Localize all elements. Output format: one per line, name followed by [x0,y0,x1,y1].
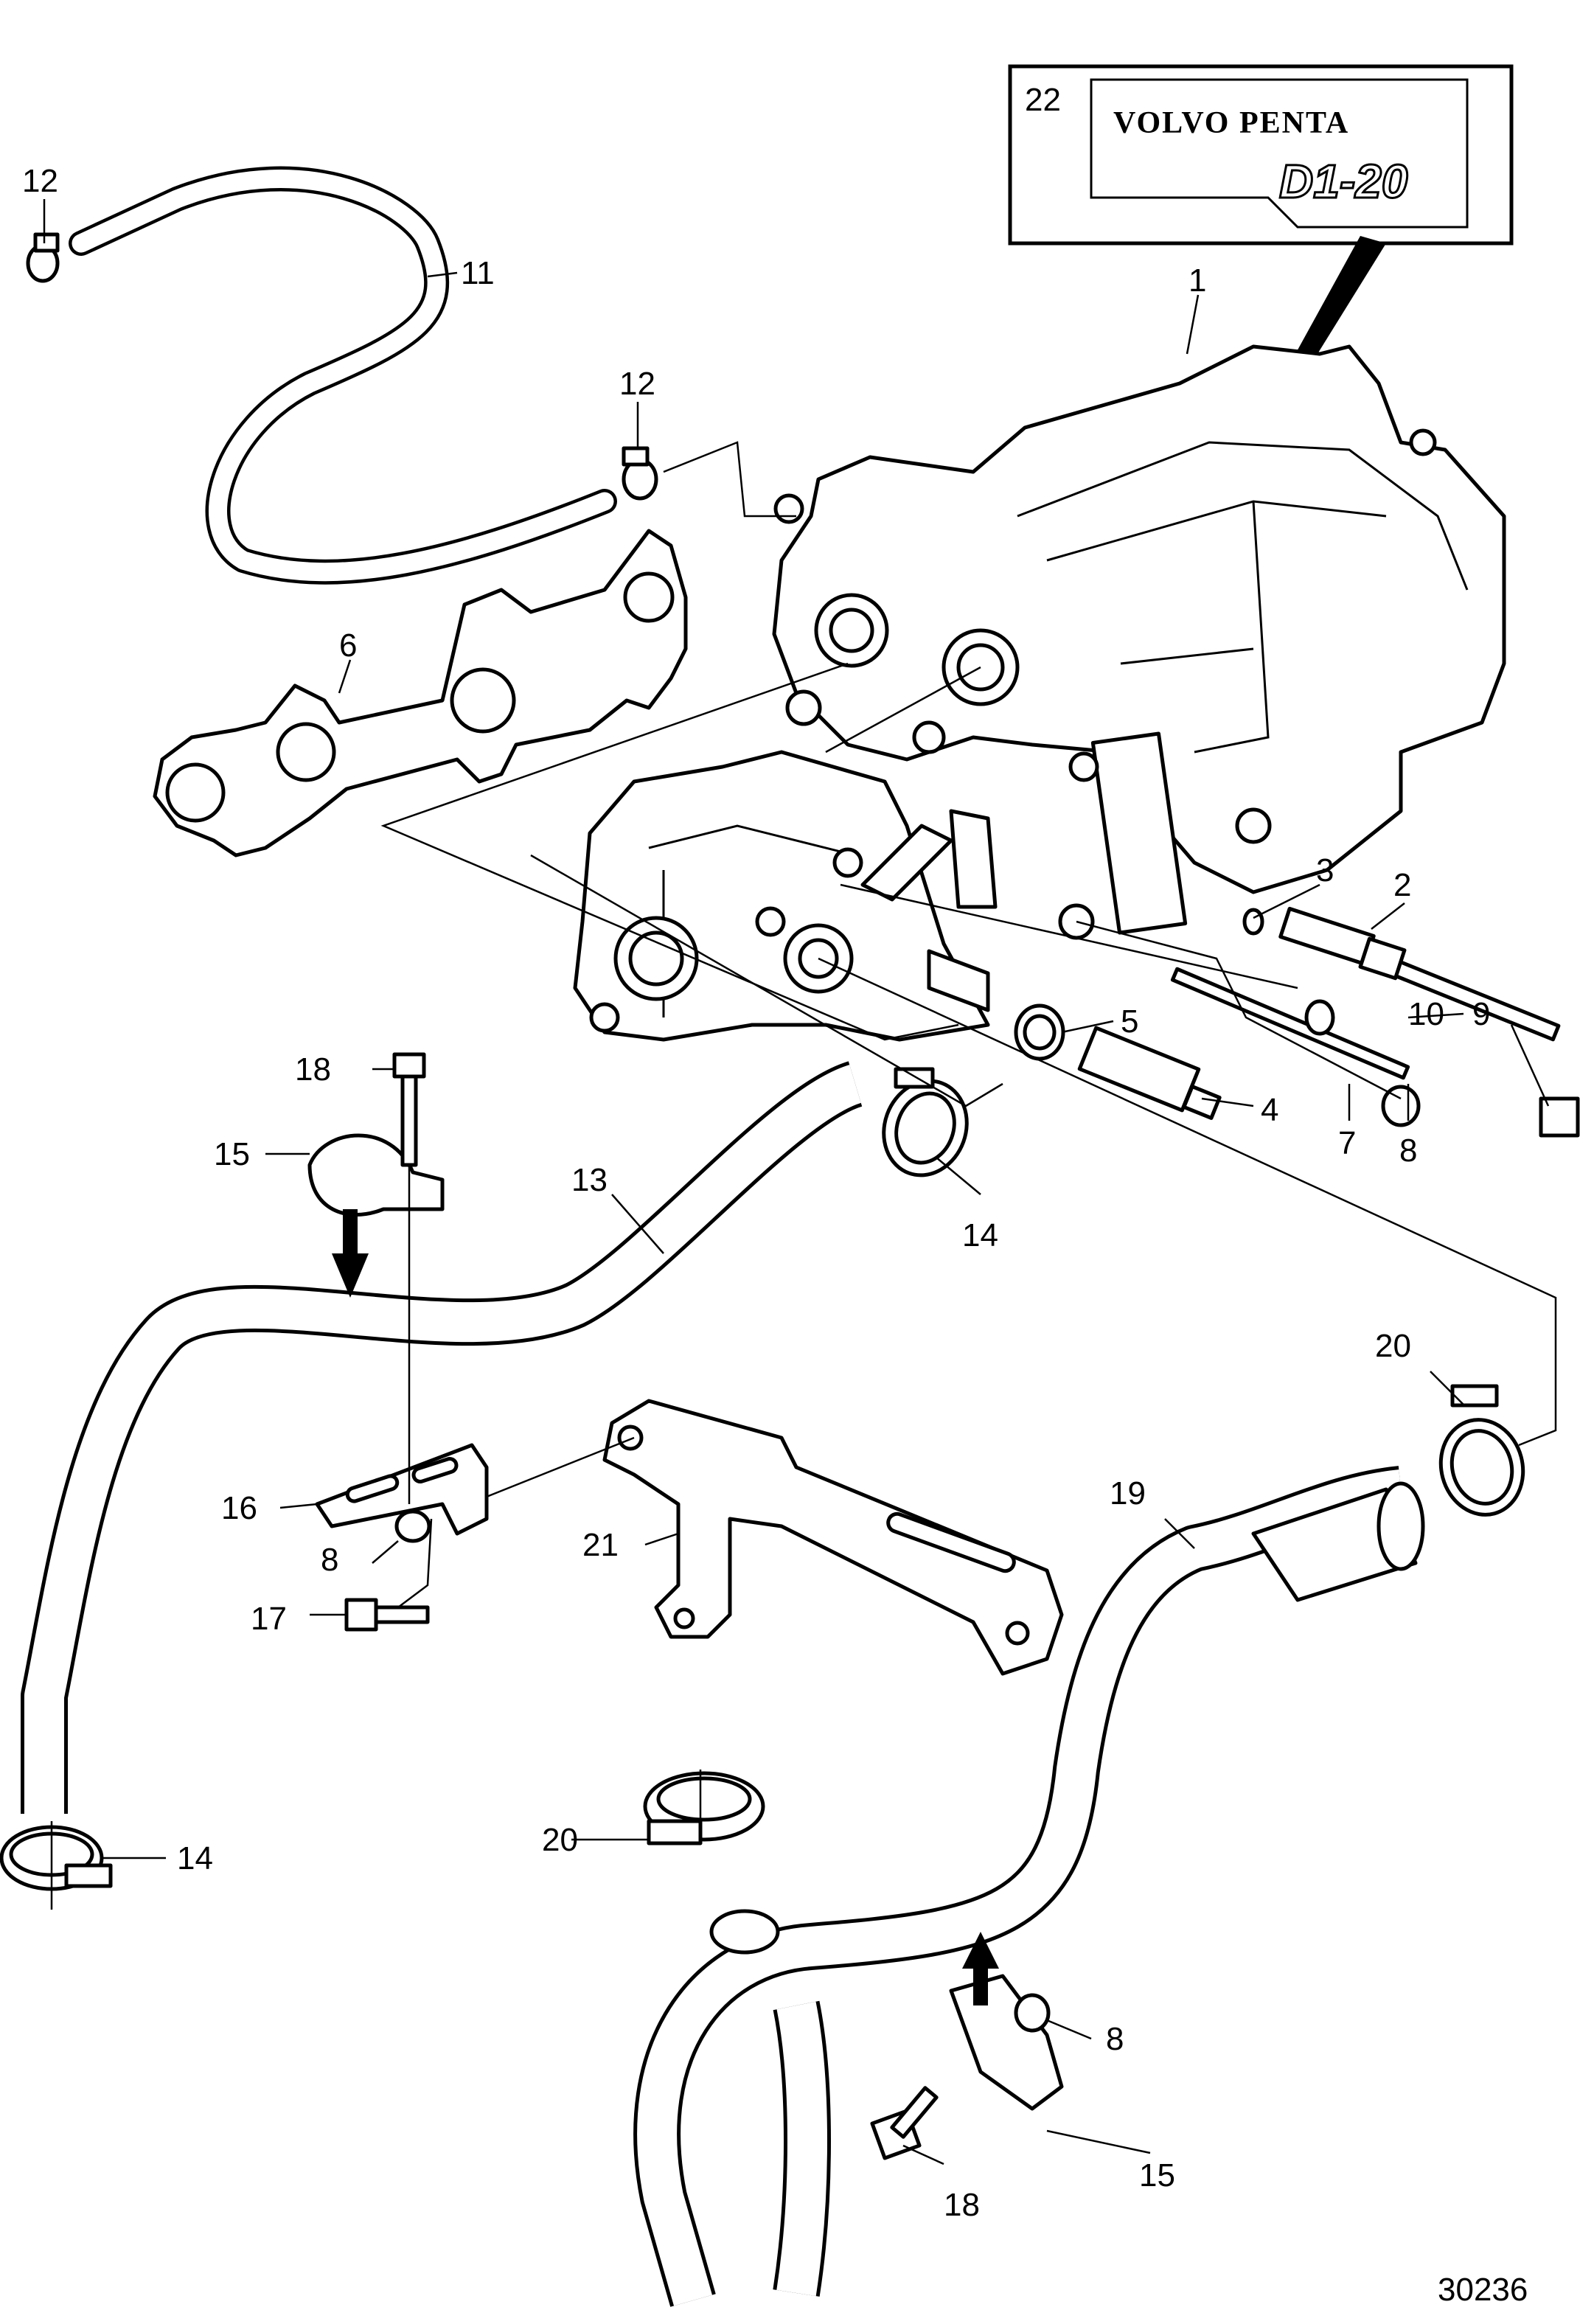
callout-5: 5 [1121,1003,1138,1040]
exhaust-manifold [772,344,1506,935]
support-bracket [315,1443,489,1536]
callout-21: 21 [582,1527,619,1563]
hose-clip-top-left [26,232,60,283]
callout-16: 16 [221,1490,257,1526]
callout-13: 13 [571,1162,608,1198]
callout-1: 1 [1188,262,1206,299]
callout-2: 2 [1393,867,1411,903]
stud-7 [1170,967,1410,1080]
callout-3: 3 [1316,852,1334,888]
callout-10: 10 [1408,996,1444,1032]
callout-7: 7 [1338,1125,1356,1161]
decal-model-text: D1-20 [1279,155,1407,208]
callout-12-b: 12 [619,366,655,402]
callout-labels: 1 2 3 4 5 6 7 8 8 8 9 10 11 12 12 13 14 … [22,163,1490,2223]
callout-9: 9 [1472,996,1490,1032]
callout-18-b: 18 [944,2187,980,2223]
hose-bracket [602,1399,1064,1676]
callout-8-b: 8 [321,1542,338,1578]
vent-hose [69,166,617,585]
callout-11: 11 [461,255,495,291]
callout-14-a: 14 [962,1217,998,1253]
callout-leaders [43,199,1550,2165]
hose-clamp-lower-left [0,1825,113,1891]
bolt-18-lower [870,2086,939,2160]
manifold-gasket [153,529,688,857]
callout-15-b: 15 [1139,2157,1175,2193]
callout-12-a: 12 [22,163,58,199]
rubber-mount-lower [949,1974,1064,2111]
callout-18-a: 18 [295,1051,331,1088]
callout-8-a: 8 [1399,1133,1417,1169]
hose-clamp-upper [882,1067,969,1177]
bolt-17 [344,1598,430,1632]
direction-arrow-down [332,1209,369,1298]
sensor-2 [1278,906,1407,981]
callout-17: 17 [251,1601,287,1637]
bolt-18-upper [392,1052,426,1167]
callout-20-a: 20 [1375,1328,1411,1364]
callout-20-b: 20 [542,1822,578,1858]
callout-15-a: 15 [214,1136,250,1172]
assembly-lines [50,441,1557,1910]
decal-box: 22 VOLVO PENTA D1-20 [1008,64,1514,501]
callout-14-b: 14 [177,1840,213,1876]
callout-22: 22 [1025,82,1061,118]
return-hose [633,1466,1425,2307]
callout-19: 19 [1110,1475,1146,1511]
main-hose [21,1061,863,1814]
direction-arrow-up [962,1932,999,2005]
washers [394,908,1421,2033]
thermostat-housing [573,750,1095,1042]
callout-6: 6 [339,627,357,664]
decal-brand-text: VOLVO PENTA [1113,106,1349,140]
callout-8-c: 8 [1106,2021,1124,2057]
rubber-mount-upper [307,1133,445,1217]
drawing-number: 30236 [1438,2272,1528,2308]
hose-clamp-bottom [643,1771,765,1845]
callout-4: 4 [1261,1092,1278,1128]
hose-clip-top-right [622,446,658,501]
hose-clamp-right [1438,1384,1525,1517]
sensor-4 [1077,1026,1222,1120]
